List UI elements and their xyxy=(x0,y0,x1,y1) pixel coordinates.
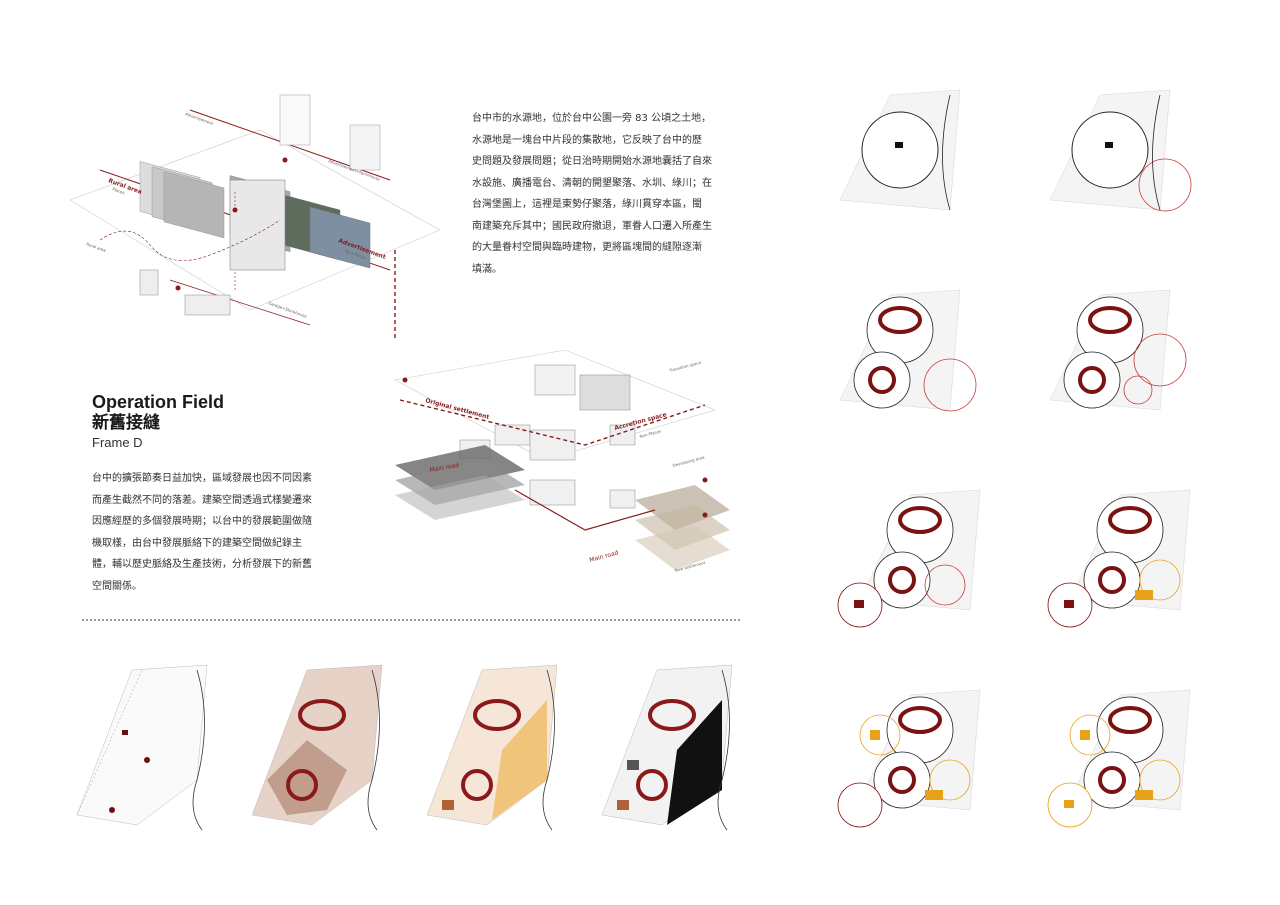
circle-diagram-grid xyxy=(837,89,1192,828)
axonometric-rural-diagram: Rural area Places Advertisement Advertis… xyxy=(69,94,441,340)
circle-diagram-5 xyxy=(837,489,981,628)
site-map-2 xyxy=(251,664,383,831)
label-main-road: Main road xyxy=(589,549,620,564)
circle-diagram-7 xyxy=(837,689,981,828)
base-plane xyxy=(69,129,441,311)
axonometric-settlement-diagram: Original settlement Accretion space Non-… xyxy=(394,349,730,573)
circle-diagram-3 xyxy=(839,289,977,412)
garage-building xyxy=(184,294,231,316)
node-dot xyxy=(232,207,238,213)
node-dot xyxy=(702,477,708,483)
building-block xyxy=(229,179,286,271)
page-title-chinese: 新舊接縫 xyxy=(92,413,160,433)
label-rural-area-small: Rural area xyxy=(86,241,108,253)
circle-diagram-8 xyxy=(1047,689,1191,828)
description-paragraph: 台中的擴張節奏日益加快，區域發展也因不同因素 而產生截然不同的落差。建築空間透過… xyxy=(92,473,312,592)
site-map-row xyxy=(76,664,733,831)
circle-diagram-4 xyxy=(1049,289,1187,411)
accretion-dashed-line xyxy=(399,399,706,446)
node-dot xyxy=(402,377,408,383)
circle-diagram-2 xyxy=(1049,89,1192,212)
frame-label: Frame D xyxy=(92,435,143,450)
path-dashed xyxy=(99,219,281,261)
node-dot xyxy=(175,285,181,291)
circle-diagram-6 xyxy=(1047,489,1191,628)
label-non-places-2: Non-Places xyxy=(639,428,662,439)
settlement-buildings xyxy=(459,364,636,509)
building-block-right xyxy=(349,124,381,171)
intro-paragraph: 台中市的水源地，位於台中公園一旁 83 公頃之土地， 水源地是一塊台中片段的集散… xyxy=(472,113,712,275)
page-title: Operation Field xyxy=(92,392,225,412)
axis-line-garage xyxy=(169,279,311,326)
site-map-1 xyxy=(76,664,208,831)
label-developing-area: Developing area xyxy=(672,454,706,467)
label-places: Places xyxy=(112,186,126,195)
label-original-settlement: Original settlement xyxy=(424,397,490,421)
site-map-4 xyxy=(601,664,733,831)
circle-diagram-1 xyxy=(839,89,961,211)
title-block: Operation Field 新舊接縫 Frame D xyxy=(92,392,224,450)
building-frame xyxy=(279,94,311,146)
site-map-3 xyxy=(426,664,558,831)
label-transition-space: Transition space xyxy=(668,360,702,374)
section-divider xyxy=(82,619,740,621)
node-dot xyxy=(702,512,708,518)
label-garage-storehouse: Garage+Storehouse xyxy=(268,300,308,319)
node-dot xyxy=(282,157,288,163)
main-road-line xyxy=(514,489,656,531)
farmhouse xyxy=(139,269,159,296)
